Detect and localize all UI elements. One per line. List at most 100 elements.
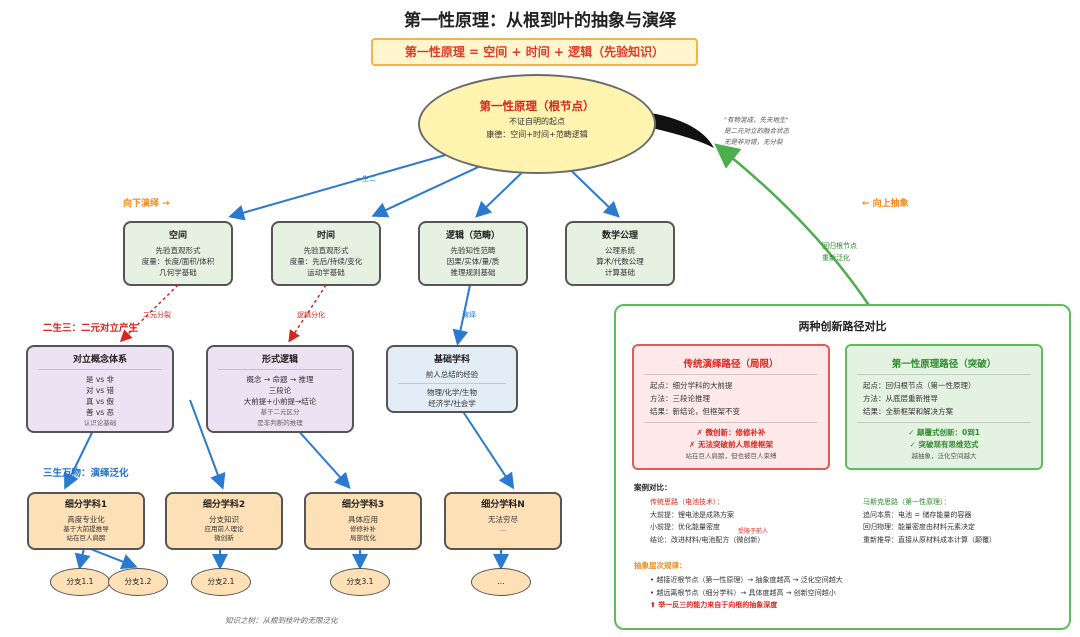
- traditional-line-1: 起点：细分学科的大前提: [650, 381, 733, 390]
- node-math-line-2: 算术/代数公理: [596, 257, 644, 266]
- formal-logic-note-2: 是非判断的推理: [257, 419, 303, 427]
- sub3-title: 细分学科3: [341, 500, 385, 510]
- case-musk: 马斯克思路（第一性原理）： 追问本质：电池 = 储存能量的容器 回归物理：能量密…: [863, 496, 996, 546]
- quote-line-1: "有物混成，先天地生": [724, 116, 789, 124]
- case-traditional-line-1: 大前提：锂电池是成熟方案: [650, 510, 734, 519]
- page-title: 第一性原理：从根到叶的抽象与演绎: [404, 11, 676, 31]
- root-title: 第一性原理（根节点）: [479, 99, 595, 113]
- quote-line-3: 无是非对错，无分裂: [724, 138, 783, 146]
- node-space-line-2: 度量：长度/面积/体积: [141, 257, 215, 266]
- edge-basic-subN: [461, 409, 515, 490]
- node-logic-line-1: 先验知性范畴: [450, 246, 496, 255]
- label-return-line-1: 回归根节点: [822, 242, 857, 250]
- root-swoosh: [651, 113, 714, 148]
- label-limited: 受限于前人: [738, 528, 769, 535]
- opposition-line-3: 真 vs 假: [85, 397, 115, 406]
- traditional-divider-2: [644, 422, 818, 423]
- node-formal-logic-title: 形式逻辑: [261, 355, 298, 365]
- node-basic-subjects: 基础学科 前人总结的经验 物理/化学/生物 经济学/社会学: [386, 345, 518, 413]
- case-traditional-line-3: 结论：改进材料/电池配方（微创新）: [650, 535, 765, 544]
- opposition-line-2: 对 vs 错: [85, 386, 115, 395]
- node-math-line-1: 公理系统: [605, 246, 635, 255]
- formula-banner: 第一性原理 = 空间 + 时间 + 逻辑（先验知识）: [371, 38, 698, 66]
- traditional-note: 站在巨人肩膀，但也被巨人束缚: [685, 452, 777, 460]
- traditional-title: 传统演绎路径（局限）: [683, 359, 779, 370]
- first-principle-note: 越抽象，泛化空间越大: [911, 452, 977, 460]
- label-sansheng: 三生万物：演绎泛化: [43, 468, 129, 479]
- node-time: 时间 先验直观形式 度量：先后/持续/变化 运动学基础: [271, 221, 381, 286]
- node-space-line-1: 先验直观形式: [155, 246, 201, 255]
- first-principle-line-3: 结果：全新框架和解决方案: [863, 407, 953, 416]
- case-traditional-title: 传统思路（电池技术）：: [650, 498, 724, 506]
- node-math: 数学公理 公理系统 算术/代数公理 计算基础: [565, 221, 675, 286]
- root-node: 第一性原理（根节点） 不证自明的起点 康德：空间+时间+范畴逻辑: [418, 74, 656, 174]
- sub1-title: 细分学科1: [64, 500, 108, 510]
- basic-line-1: 物理/化学/生物: [426, 388, 478, 397]
- case-traditional-line-2: 小前提：优化能量密度: [650, 523, 720, 531]
- opposition-note: 认识论基础: [83, 419, 117, 427]
- opposition-line-1: 是 vs 非: [85, 375, 115, 384]
- node-time-line-2: 度量：先后/持续/变化: [289, 257, 363, 266]
- subN-title: 细分学科N: [481, 500, 525, 510]
- sub2-note-1: 应用前人理论: [204, 525, 244, 533]
- level-law-emphasis: ⬆ 举一反三的能力来自于向根的抽象深度: [650, 601, 778, 609]
- node-math-line-3: 计算基础: [605, 268, 635, 277]
- edge-logic-basic: [452, 284, 471, 346]
- edge-formal-sub2: [189, 399, 226, 490]
- node-sub-2: 细分学科2 分支知识 应用前人理论 微创新: [165, 492, 283, 550]
- node-opposition-title: 对立概念体系: [72, 355, 127, 365]
- traditional-em-2: ✗ 无法突破前人思维框架: [689, 440, 773, 449]
- node-space: 空间 先验直观形式 度量：长度/面积/体积 几何学基础: [123, 221, 233, 286]
- formal-logic-note-1: 基于二元区分: [260, 408, 300, 416]
- label-ersheng-san: 二生三：二元对立产生: [43, 323, 139, 334]
- first-principle-line-2: 方法：从底层重新推导: [863, 394, 938, 403]
- node-math-title: 数学公理: [601, 231, 638, 241]
- case-musk-line-3: 重新推导：直接从原材料成本计算（颠覆）: [863, 535, 996, 544]
- node-logic-title: 逻辑（范畴）: [445, 231, 500, 241]
- node-logic: 逻辑（范畴） 先验知性范畴 因果/实体/量/质 推理规则基础: [418, 221, 528, 286]
- label-deduce: 演绎: [462, 311, 476, 319]
- node-logic-line-2: 因果/实体/量/质: [446, 257, 500, 266]
- node-space-title: 空间: [168, 231, 187, 241]
- level-law-title: 抽象层次规律：: [634, 561, 687, 570]
- level-law-line-1: • 越接近根节点（第一性原理）→ 抽象度越高 → 泛化空间越大: [650, 576, 843, 584]
- first-principle-em-1: ✓ 颠覆式创新：0到1: [908, 428, 980, 437]
- node-logic-line-3: 推理规则基础: [450, 268, 496, 277]
- root-line-2: 康德：空间+时间+范畴逻辑: [486, 130, 588, 139]
- node-space-line-3: 几何学基础: [159, 268, 197, 277]
- formal-logic-line-3: 大前提+小前提→结论: [243, 397, 317, 406]
- panel-title: 两种创新路径对比: [798, 320, 887, 333]
- edge-sub1-leaf12: [87, 547, 138, 570]
- first-principle-line-1: 起点：回归根节点（第一性原理）: [863, 381, 976, 390]
- opposition-line-4: 善 vs 恶: [85, 408, 115, 417]
- leaf-1-1: 分支1.1: [50, 568, 110, 596]
- case-musk-line-1: 追问本质：电池 = 储存能量的容器: [863, 510, 972, 519]
- edge-root-space: [228, 147, 471, 221]
- root-line-1: 不证自明的起点: [509, 117, 565, 126]
- node-time-line-1: 先验直观形式: [303, 246, 349, 255]
- sub2-sub: 分支知识: [209, 515, 239, 524]
- sub3-note-2: 局部优化: [350, 534, 376, 542]
- sub3-sub: 具体应用: [348, 515, 378, 524]
- quote-line-2: 是二元对立的融合状态: [724, 127, 789, 135]
- tree-caption: 知识之树：从根到枝叶的无限泛化: [225, 616, 338, 625]
- leaf-2-1: 分支2.1: [191, 568, 251, 596]
- edge-space-opposition: [119, 284, 179, 343]
- sub1-sub: 高度专业化: [67, 515, 105, 524]
- case-traditional: 传统思路（电池技术）： 大前提：锂电池是成熟方案 小前提：优化能量密度 结论：改…: [650, 496, 764, 546]
- node-sub-n: 细分学科N 无法穷尽 ...: [444, 492, 562, 550]
- node-sub-3: 细分学科3 具体应用 修修补补 局部优化: [304, 492, 422, 550]
- basic-line-2: 经济学/社会学: [428, 399, 476, 408]
- leaf-n: ...: [471, 568, 531, 596]
- sub1-note-1: 基于大前提推导: [63, 525, 109, 533]
- label-down: 向下演绎 →: [123, 199, 170, 209]
- first-principle-path-box: 第一性原理路径（突破） 起点：回归根节点（第一性原理） 方法：从底层重新推导 结…: [845, 344, 1043, 470]
- sub2-note-2: 微创新: [214, 534, 234, 542]
- first-principle-divider-2: [857, 422, 1031, 423]
- traditional-line-3: 结果：新结论，但框架不变: [650, 407, 740, 416]
- edge-time-formal: [288, 284, 327, 343]
- node-basic-title: 基础学科: [433, 355, 470, 365]
- node-opposition: 对立概念体系 是 vs 非 对 vs 错 真 vs 假 善 vs 恶 认识论基础: [26, 345, 174, 433]
- label-yisheng-er: 一生二: [355, 175, 376, 183]
- label-return-line-2: 重新泛化: [822, 254, 850, 262]
